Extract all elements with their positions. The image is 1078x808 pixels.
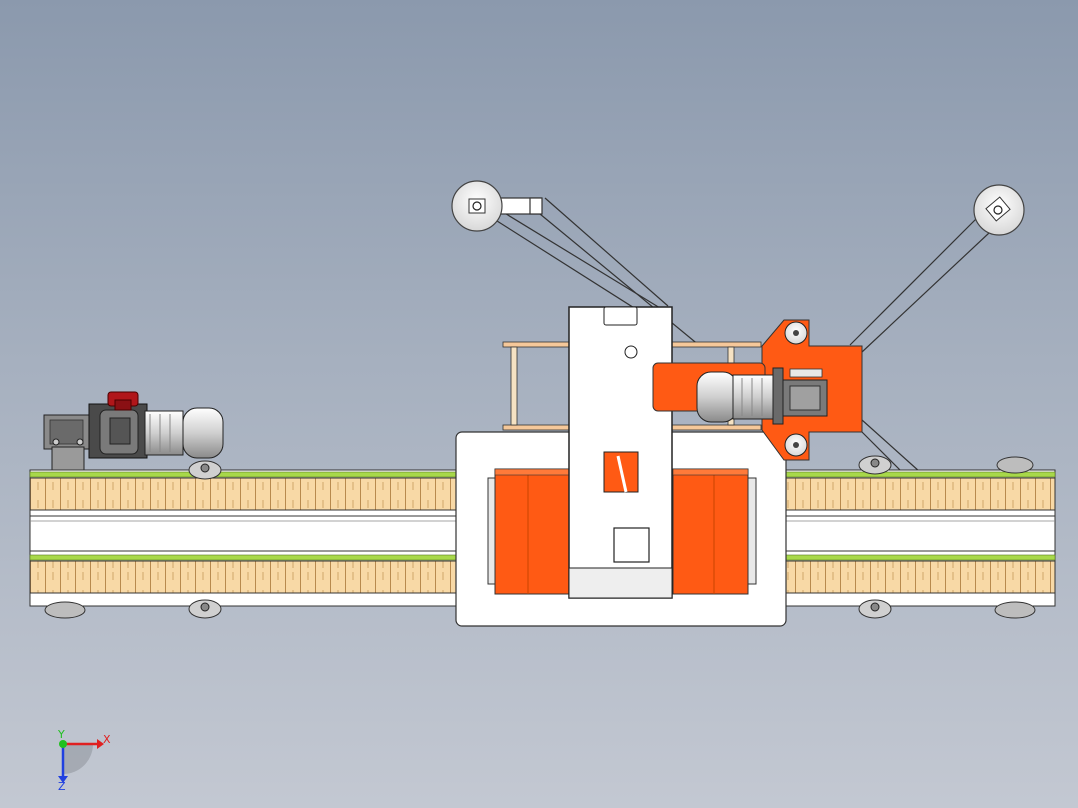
conveyor-foot-right-front <box>858 599 892 619</box>
conveyor-foot-right-rear <box>858 455 892 475</box>
conveyor-foot-left-rear <box>188 460 222 480</box>
axis-triad-icon <box>58 739 104 783</box>
column-window-lower <box>613 527 650 563</box>
conveyor-end-roller-right <box>994 456 1036 619</box>
column-window-orange <box>603 451 639 493</box>
triad-x-label: X <box>103 733 111 746</box>
right-drive-motor[interactable] <box>696 367 828 425</box>
right-swing-arm <box>849 204 1006 476</box>
handwheel-icon[interactable] <box>107 391 139 411</box>
bracket-wheel-bottom <box>784 433 808 457</box>
conveyor-foot-left-front <box>188 599 222 619</box>
triad-z-label: Z <box>58 780 66 793</box>
conveyor-end-roller-left <box>44 601 86 619</box>
right-top-pulley[interactable] <box>973 184 1025 236</box>
left-clamp-block[interactable] <box>487 468 571 595</box>
bracket-wheel-top <box>784 321 808 345</box>
right-clamp-block[interactable] <box>672 468 757 595</box>
left-drive-assembly[interactable] <box>43 403 224 472</box>
triad-y-label: Y <box>57 728 65 741</box>
left-top-pulley[interactable] <box>451 180 503 232</box>
